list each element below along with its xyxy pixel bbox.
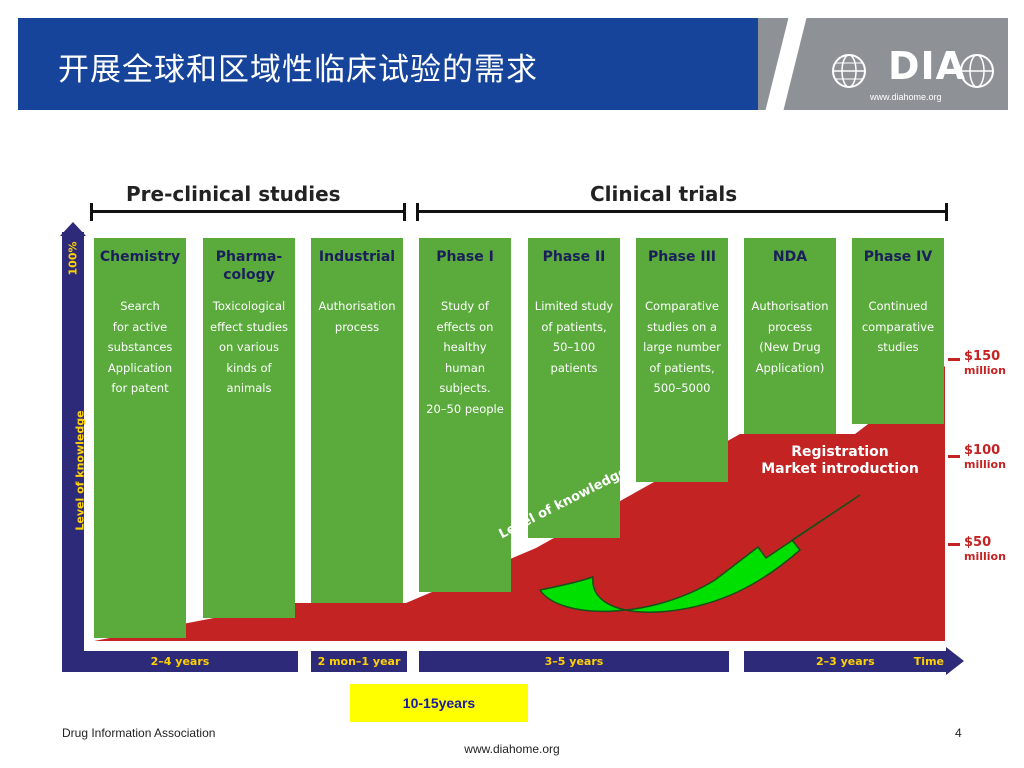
column-title: Phase IV — [863, 249, 933, 265]
column-title: NDA — [772, 249, 808, 265]
timebar-nda: 2–3 years Time — [744, 651, 946, 672]
preclinical-bracket — [90, 210, 406, 213]
yaxis — [62, 232, 84, 672]
timebar-clinical: 3–5 years — [419, 651, 729, 672]
footer-organization: Drug Information Association — [62, 726, 216, 740]
bracket-end — [403, 203, 406, 221]
time-axis-label: Time — [913, 655, 944, 668]
bracket-end — [945, 203, 948, 221]
cost-tick — [948, 455, 960, 458]
dia-logo[interactable]: DIA www.diahome.org — [830, 44, 1000, 102]
yaxis-top-label: 100% — [66, 241, 80, 276]
cost-tick — [948, 358, 960, 361]
preclinical-heading: Pre-clinical studies — [126, 182, 341, 206]
column-title: Phase III — [647, 249, 716, 265]
column-title: Phase II — [542, 249, 606, 265]
cost-tick — [948, 543, 960, 546]
time-axis-arrow — [946, 647, 964, 675]
column-title: Chemistry — [99, 249, 181, 265]
bracket-end — [416, 203, 419, 221]
clinical-bracket — [416, 210, 948, 213]
duration-callout: 10-15years — [350, 684, 528, 722]
cost-label-100: $100 million — [964, 443, 1006, 472]
timebar-industrial: 2 mon–1 year — [311, 651, 407, 672]
yaxis-label: Level of knowledge — [73, 410, 87, 531]
column-title: Industrial — [318, 249, 396, 265]
cost-label-150: $150 million — [964, 349, 1006, 378]
logo-wordmark: DIA — [888, 44, 967, 88]
page-number: 4 — [955, 726, 962, 740]
column-title: Phase I — [436, 249, 494, 265]
header-banner: 开展全球和区域性临床试验的需求 DIA www.diahome.org — [18, 18, 1008, 110]
logo-url[interactable]: www.diahome.org — [870, 92, 942, 102]
globe-icon — [960, 54, 994, 88]
bracket-end — [90, 203, 93, 221]
timebar-preclinical: 2–4 years — [62, 651, 298, 672]
curved-arrow-icon — [538, 494, 861, 613]
clinical-heading: Clinical trials — [590, 182, 738, 206]
footer-url[interactable]: www.diahome.org — [464, 742, 560, 756]
registration-label: Registration Market introduction — [761, 444, 919, 477]
cost-label-50: $50 million — [964, 535, 1006, 564]
column-title: Pharma- cology — [215, 249, 283, 283]
globe-icon — [832, 54, 866, 88]
page-title: 开展全球和区域性临床试验的需求 — [58, 52, 538, 88]
